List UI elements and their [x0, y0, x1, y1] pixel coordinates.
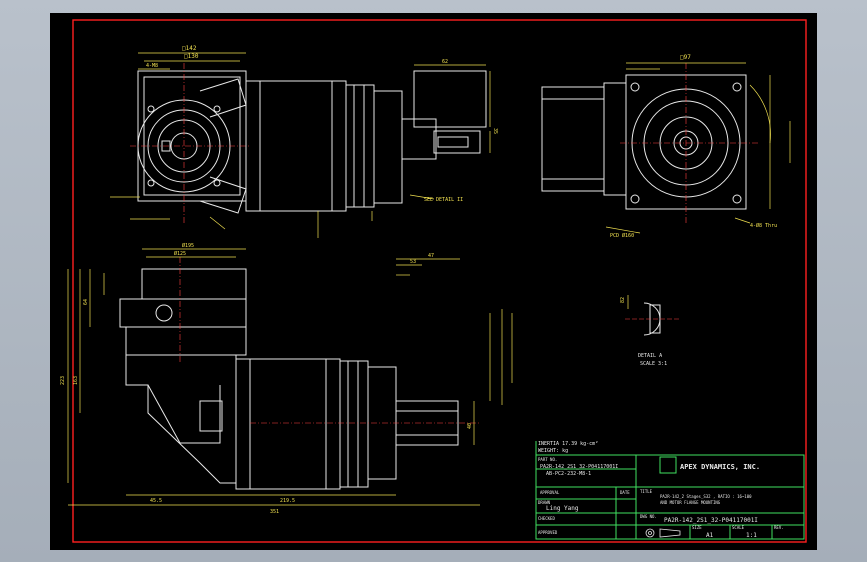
- dim-163: 163: [73, 376, 79, 385]
- title-line1: PA2R-142_2 Stages_S32 , RATIO : 16~100: [660, 494, 752, 499]
- bottom-centerlines: [179, 257, 480, 424]
- scale-label: SCALE: [732, 525, 745, 530]
- holes-label: 4-Ø8 Thru: [750, 222, 777, 229]
- projection-symbol-icon: [645, 528, 681, 538]
- dim-125: Ø125: [174, 250, 186, 257]
- top-left-centerlines: [130, 63, 250, 223]
- dim-35: 35: [492, 128, 498, 134]
- dim-64: 64: [83, 299, 89, 305]
- drawn-label: DRAWN: [538, 500, 551, 505]
- detail-scale-label: SCALE 3:1: [640, 361, 667, 367]
- checked-label: CHECKED: [538, 516, 555, 521]
- weight-label: WEIGHT: kg: [538, 448, 568, 454]
- dim-223: 223: [60, 376, 66, 385]
- dim-4m8: 4-M8: [146, 63, 158, 69]
- see-detail-label: SEE DETAIL II: [424, 197, 463, 203]
- dwg-no-label: DWG NO.: [640, 514, 657, 519]
- dim-62: 62: [442, 59, 448, 65]
- part-no-label: PART NO.: [538, 457, 557, 462]
- inertia-label: INERTIA 17.39 kg-cm²: [538, 441, 598, 447]
- title-line2: AND MOTOR FLANGE MOUNTING: [660, 500, 721, 505]
- drawing-frame: [72, 19, 807, 543]
- dim-47: 47: [428, 253, 434, 259]
- pcd-label: PCD Ø160: [610, 232, 634, 239]
- date-label: DATE: [620, 490, 630, 495]
- title-label: TITLE: [640, 489, 653, 494]
- size-label: SIZE: [692, 525, 702, 530]
- dim-40: 40: [467, 423, 473, 429]
- dwg-no-value: PA2R-142_2S1_32-P04117001I: [664, 517, 758, 524]
- size-value: A1: [706, 532, 714, 539]
- detail-a-label: DETAIL A: [638, 353, 662, 359]
- dim-2195: 219.5: [280, 498, 295, 504]
- top-right-dimensions: [605, 62, 791, 234]
- top-right-end-view: [541, 74, 747, 210]
- top-left-end-view: [137, 70, 247, 214]
- part-no-value: PA2R-142_2S1_32-P04117001I: [540, 464, 618, 470]
- cad-viewport[interactable]: □142 □130 4-M8 62 35 SEE DETAIL II □97 P…: [50, 13, 817, 550]
- dim-97: □97: [680, 54, 691, 61]
- dim-142: □142: [182, 45, 197, 52]
- title-block: [535, 454, 805, 540]
- scale-value: 1:1: [746, 532, 757, 539]
- bottom-side-view: [119, 268, 459, 490]
- top-right-centerlines: [620, 63, 760, 223]
- top-left-dimensions: [110, 52, 491, 238]
- dim-130: □130: [184, 53, 199, 60]
- dim-455: 45.5: [150, 498, 162, 504]
- top-motor-body: [245, 70, 487, 212]
- part-no-sub: AB-PC2-232-M8-1: [546, 471, 591, 477]
- drawn-by: Ling Yang: [546, 505, 579, 512]
- rev-label: REV.: [774, 525, 784, 530]
- dim-82: 82: [620, 297, 626, 303]
- drawing-sheet: □142 □130 4-M8 62 35 SEE DETAIL II □97 P…: [60, 19, 807, 543]
- dim-195: Ø195: [182, 242, 194, 249]
- approval-label: APPROVAL: [540, 490, 560, 495]
- dim-53: 53: [410, 259, 416, 265]
- dim-351: 351: [270, 509, 279, 515]
- approved-label: APPROVED: [538, 530, 558, 535]
- bottom-dimensions: [67, 248, 513, 506]
- company-name: APEX DYNAMICS, INC.: [680, 463, 760, 471]
